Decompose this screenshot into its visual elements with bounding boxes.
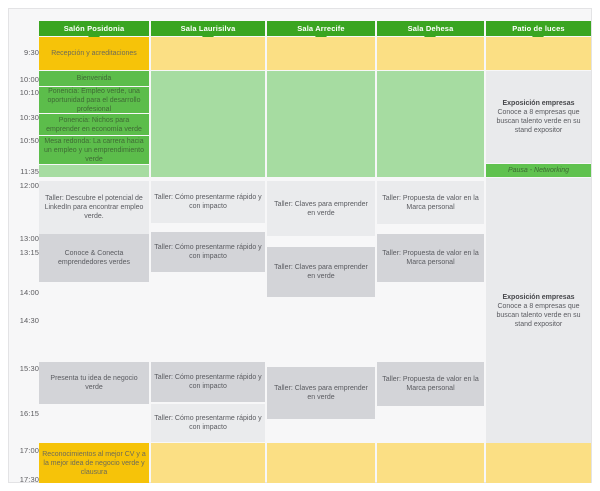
event-pausa-slot-posidonia[interactable] (39, 165, 149, 177)
event-clausura-slot-dehesa[interactable] (377, 443, 484, 483)
event-taller-claves-2[interactable]: Taller: Claves para emprender en verde (267, 247, 375, 297)
time-label-1615: 16:15 (19, 409, 39, 418)
expo-title: Exposición empresas (502, 293, 575, 301)
event-taller-presentarme-4[interactable]: Taller: Cómo presentarme rápido y con im… (151, 404, 265, 442)
event-label: Pausa - Networking (507, 167, 570, 174)
event-recepcion-slot-laurisilva[interactable] (151, 37, 265, 70)
event-reconocimientos-clausura[interactable]: Reconocimientos al mejor CV y a la mejor… (39, 443, 149, 483)
event-plenaria-slot-dehesa[interactable] (377, 71, 484, 177)
agenda-board: 9:30 10:00 10:10 10:30 10:50 11:35 12:00… (8, 8, 592, 484)
event-presenta-tu-idea[interactable]: Presenta tu idea de negocio verde (39, 362, 149, 404)
event-label: Ponencia: Empleo verde, una oportunidad … (47, 87, 141, 113)
event-label: Bienvenida (76, 75, 112, 82)
event-taller-marca-personal-3[interactable]: Taller: Propuesta de valor en la Marca p… (377, 362, 484, 406)
event-recepcion-slot-dehesa[interactable] (377, 37, 484, 70)
event-label: Taller: Propuesta de valor en la Marca p… (382, 250, 479, 266)
event-ponencia-nichos[interactable]: Ponencia: Nichos para emprender en econo… (39, 114, 149, 135)
time-gutter: 9:30 10:00 10:10 10:30 10:50 11:35 12:00… (9, 9, 39, 484)
event-taller-presentarme-1[interactable]: Taller: Cómo presentarme rápido y con im… (151, 181, 265, 223)
expo-text-block: Exposición empresas Conoce a 8 empresas … (489, 99, 588, 135)
event-exposicion-empresas-tarde[interactable]: Exposición empresas Conoce a 8 empresas … (486, 178, 591, 443)
event-pausa-networking[interactable]: Pausa - Networking (486, 164, 591, 177)
time-label-1300: 13:00 (19, 234, 39, 243)
column-header-posidonia[interactable]: Salón Posidonia (39, 21, 149, 36)
event-taller-linkedin[interactable]: Taller: Descubre el potencial de LinkedI… (39, 181, 149, 234)
event-clausura-slot-arrecife[interactable] (267, 443, 375, 483)
event-taller-presentarme-3[interactable]: Taller: Cómo presentarme rápido y con im… (151, 362, 265, 402)
time-label-1430: 14:30 (19, 316, 39, 325)
time-label-1050: 10:50 (19, 136, 39, 145)
expo-title: Exposición empresas (502, 100, 575, 107)
time-label-1030: 10:30 (19, 113, 39, 122)
event-ponencia-empleo-verde[interactable]: Ponencia: Empleo verde, una oportunidad … (39, 87, 149, 113)
event-label: Taller: Cómo presentarme rápido y con im… (154, 415, 262, 431)
event-taller-presentarme-2[interactable]: Taller: Cómo presentarme rápido y con im… (151, 232, 265, 272)
event-recepcion-acreditaciones[interactable]: Recepción y acreditaciones (39, 37, 149, 70)
time-label-1000: 10:00 (19, 75, 39, 84)
event-label: Conoce & Conecta emprendedores verdes (58, 250, 130, 266)
time-label-1400: 14:00 (19, 288, 39, 297)
column-header-dehesa[interactable]: Sala Dehesa (377, 21, 484, 36)
event-clausura-slot-patio[interactable] (486, 443, 591, 483)
time-label-1200: 12:00 (19, 181, 39, 190)
event-exposicion-empresas-manana[interactable]: Exposición empresas Conoce a 8 empresas … (486, 71, 591, 163)
time-label-1010: 10:10 (19, 88, 39, 97)
expo-body: Conoce a 8 empresas que buscan talento v… (496, 302, 581, 328)
event-label: Taller: Cómo presentarme rápido y con im… (154, 194, 262, 210)
event-label: Taller: Claves para emprender en verde (274, 200, 368, 217)
expo-body: Conoce a 8 empresas que buscan talento v… (496, 109, 581, 134)
time-label-1135: 11:35 (20, 167, 39, 176)
event-clausura-slot-laurisilva[interactable] (151, 443, 265, 483)
event-recepcion-slot-patio[interactable] (486, 37, 591, 70)
event-label: Presenta tu idea de negocio verde (50, 375, 138, 391)
event-bienvenida[interactable]: Bienvenida (39, 71, 149, 86)
event-label: Taller: Propuesta de valor en la Marca p… (382, 194, 479, 211)
time-label-1730: 17:30 (19, 475, 39, 484)
expo-text-block: Exposición empresas Conoce a 8 empresas … (489, 293, 588, 329)
event-label: Taller: Propuesta de valor en la Marca p… (382, 376, 479, 392)
time-label-1700: 17:00 (19, 446, 39, 455)
event-taller-marca-personal-1[interactable]: Taller: Propuesta de valor en la Marca p… (377, 181, 484, 224)
event-label: Reconocimientos al mejor CV y a la mejor… (42, 450, 146, 476)
column-header-patio[interactable]: Patio de luces (486, 21, 591, 36)
event-label: Mesa redonda: La carrera hacia un empleo… (43, 137, 144, 163)
event-taller-claves-1[interactable]: Taller: Claves para emprender en verde (267, 181, 375, 236)
event-plenaria-slot-laurisilva[interactable] (151, 71, 265, 177)
event-label: Taller: Cómo presentarme rápido y con im… (154, 374, 262, 390)
time-label-1315: 13:15 (19, 248, 39, 257)
event-recepcion-slot-arrecife[interactable] (267, 37, 375, 70)
event-mesa-redonda[interactable]: Mesa redonda: La carrera hacia un empleo… (39, 136, 149, 164)
event-label: Taller: Claves para emprender en verde (274, 264, 368, 280)
event-label: Recepción y acreditaciones (51, 50, 137, 57)
time-label-0930: 9:30 (24, 48, 39, 57)
column-header-arrecife[interactable]: Sala Arrecife (267, 21, 375, 36)
event-label: Taller: Descubre el potencial de LinkedI… (44, 195, 144, 220)
event-label: Taller: Claves para emprender en verde (274, 385, 368, 401)
event-label: Ponencia: Nichos para emprender en econo… (46, 116, 142, 133)
event-taller-marca-personal-2[interactable]: Taller: Propuesta de valor en la Marca p… (377, 234, 484, 282)
time-label-1530: 15:30 (19, 364, 39, 373)
event-label: Taller: Cómo presentarme rápido y con im… (154, 244, 262, 260)
event-conoce-conecta[interactable]: Conoce & Conecta emprendedores verdes (39, 234, 149, 282)
event-taller-claves-3[interactable]: Taller: Claves para emprender en verde (267, 367, 375, 419)
event-plenaria-slot-arrecife[interactable] (267, 71, 375, 177)
column-header-laurisilva[interactable]: Sala Laurisilva (151, 21, 265, 36)
